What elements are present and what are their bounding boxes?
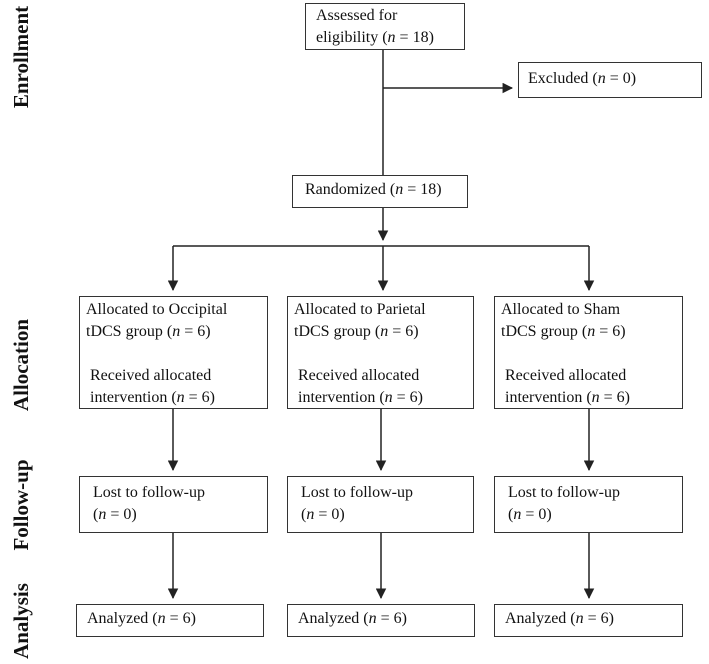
box-analyzed-sham: Analyzed (n = 6) — [494, 604, 683, 637]
box-analyzed-occipital: Analyzed (n = 6) — [76, 604, 264, 637]
box-analyzed-parietal: Analyzed (n = 6) — [287, 604, 475, 637]
box-lost-followup-parietal: Lost to follow-up(n = 0) — [287, 476, 474, 533]
section-label-analysis: Analysis — [9, 583, 33, 659]
box-lost-followup-occipital: Lost to follow-up(n = 0) — [79, 476, 268, 533]
box-lost-followup-sham: Lost to follow-up(n = 0) — [494, 476, 683, 533]
box-excluded: Excluded (n = 0) — [518, 62, 702, 98]
section-label-enrollment: Enrollment — [9, 5, 33, 109]
section-label-allocation: Allocation — [9, 318, 33, 412]
box-randomized: Randomized (n = 18) — [292, 175, 468, 208]
